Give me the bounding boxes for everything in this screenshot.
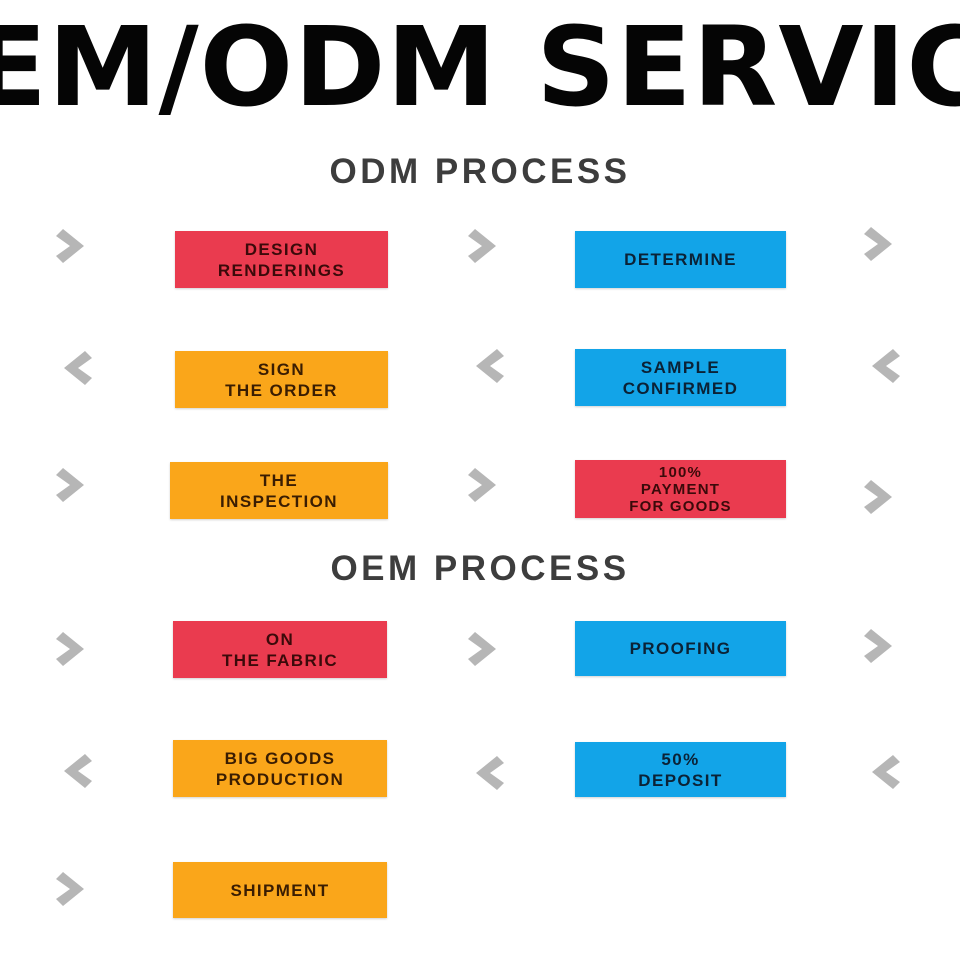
process-box-label: 50% DEPOSIT bbox=[638, 749, 723, 790]
process-box-design-renderings[interactable]: DESIGN RENDERINGS bbox=[175, 231, 388, 288]
chevron-left-icon bbox=[54, 749, 94, 793]
chevron-left-icon bbox=[466, 344, 506, 388]
process-row-odm-2: SIGN THE ORDER SAMPLE CONFIRMED bbox=[0, 320, 960, 440]
process-box-proofing[interactable]: PROOFING bbox=[575, 621, 786, 676]
process-box-label: ON THE FABRIC bbox=[222, 629, 338, 670]
process-box-label: 100% PAYMENT FOR GOODS bbox=[629, 463, 732, 515]
process-box-determine[interactable]: DETERMINE bbox=[575, 231, 786, 288]
chevron-right-icon bbox=[466, 224, 506, 268]
page-title: EM/ODM SERVIC bbox=[0, 3, 960, 131]
chevron-right-icon bbox=[862, 624, 902, 668]
chevron-left-icon bbox=[862, 750, 902, 794]
process-box-label: DESIGN RENDERINGS bbox=[217, 239, 346, 280]
chevron-right-icon bbox=[54, 867, 94, 911]
process-box-on-the-fabric[interactable]: ON THE FABRIC bbox=[173, 621, 387, 678]
process-box-label: THE INSPECTION bbox=[220, 470, 338, 511]
process-box-sign-the-order[interactable]: SIGN THE ORDER bbox=[175, 351, 388, 408]
process-box-label: SIGN THE ORDER bbox=[225, 359, 338, 400]
chevron-right-icon bbox=[466, 627, 506, 671]
process-row-oem-1: ON THE FABRIC PROOFING bbox=[0, 600, 960, 720]
chevron-left-icon bbox=[54, 346, 94, 390]
chevron-right-icon bbox=[862, 222, 902, 266]
process-box-100-payment-for-goods[interactable]: 100% PAYMENT FOR GOODS bbox=[575, 460, 786, 518]
chevron-right-icon bbox=[54, 627, 94, 671]
process-row-oem-3: SHIPMENT bbox=[0, 840, 960, 960]
process-box-label: DETERMINE bbox=[624, 250, 737, 269]
chevron-left-icon bbox=[862, 344, 902, 388]
process-row-oem-2: BIG GOODS PRODUCTION 50% DEPOSIT bbox=[0, 718, 960, 838]
section-heading-odm: ODM PROCESS bbox=[329, 152, 631, 191]
process-box-label: SAMPLE CONFIRMED bbox=[622, 357, 739, 398]
chevron-left-icon bbox=[466, 751, 506, 795]
banner: EM/ODM SERVIC bbox=[0, 0, 960, 138]
chevron-right-icon bbox=[54, 224, 94, 268]
process-box-label: SHIPMENT bbox=[230, 880, 330, 900]
process-box-sample-confirmed[interactable]: SAMPLE CONFIRMED bbox=[575, 349, 786, 406]
process-box-label: BIG GOODS PRODUCTION bbox=[215, 748, 345, 789]
process-box-label: PROOFING bbox=[629, 639, 732, 658]
chevron-right-icon bbox=[862, 475, 902, 519]
process-box-the-inspection[interactable]: THE INSPECTION bbox=[170, 462, 388, 519]
process-box-big-goods-production[interactable]: BIG GOODS PRODUCTION bbox=[173, 740, 387, 797]
process-box-shipment[interactable]: SHIPMENT bbox=[173, 862, 387, 918]
section-heading-oem: OEM PROCESS bbox=[330, 549, 630, 588]
chevron-right-icon bbox=[466, 463, 506, 507]
chevron-right-icon bbox=[54, 463, 94, 507]
process-row-odm-1: DESIGN RENDERINGS DETERMINE bbox=[0, 200, 960, 320]
process-row-odm-3: THE INSPECTION 100% PAYMENT FOR GOODS bbox=[0, 435, 960, 555]
process-box-50-deposit[interactable]: 50% DEPOSIT bbox=[575, 742, 786, 797]
